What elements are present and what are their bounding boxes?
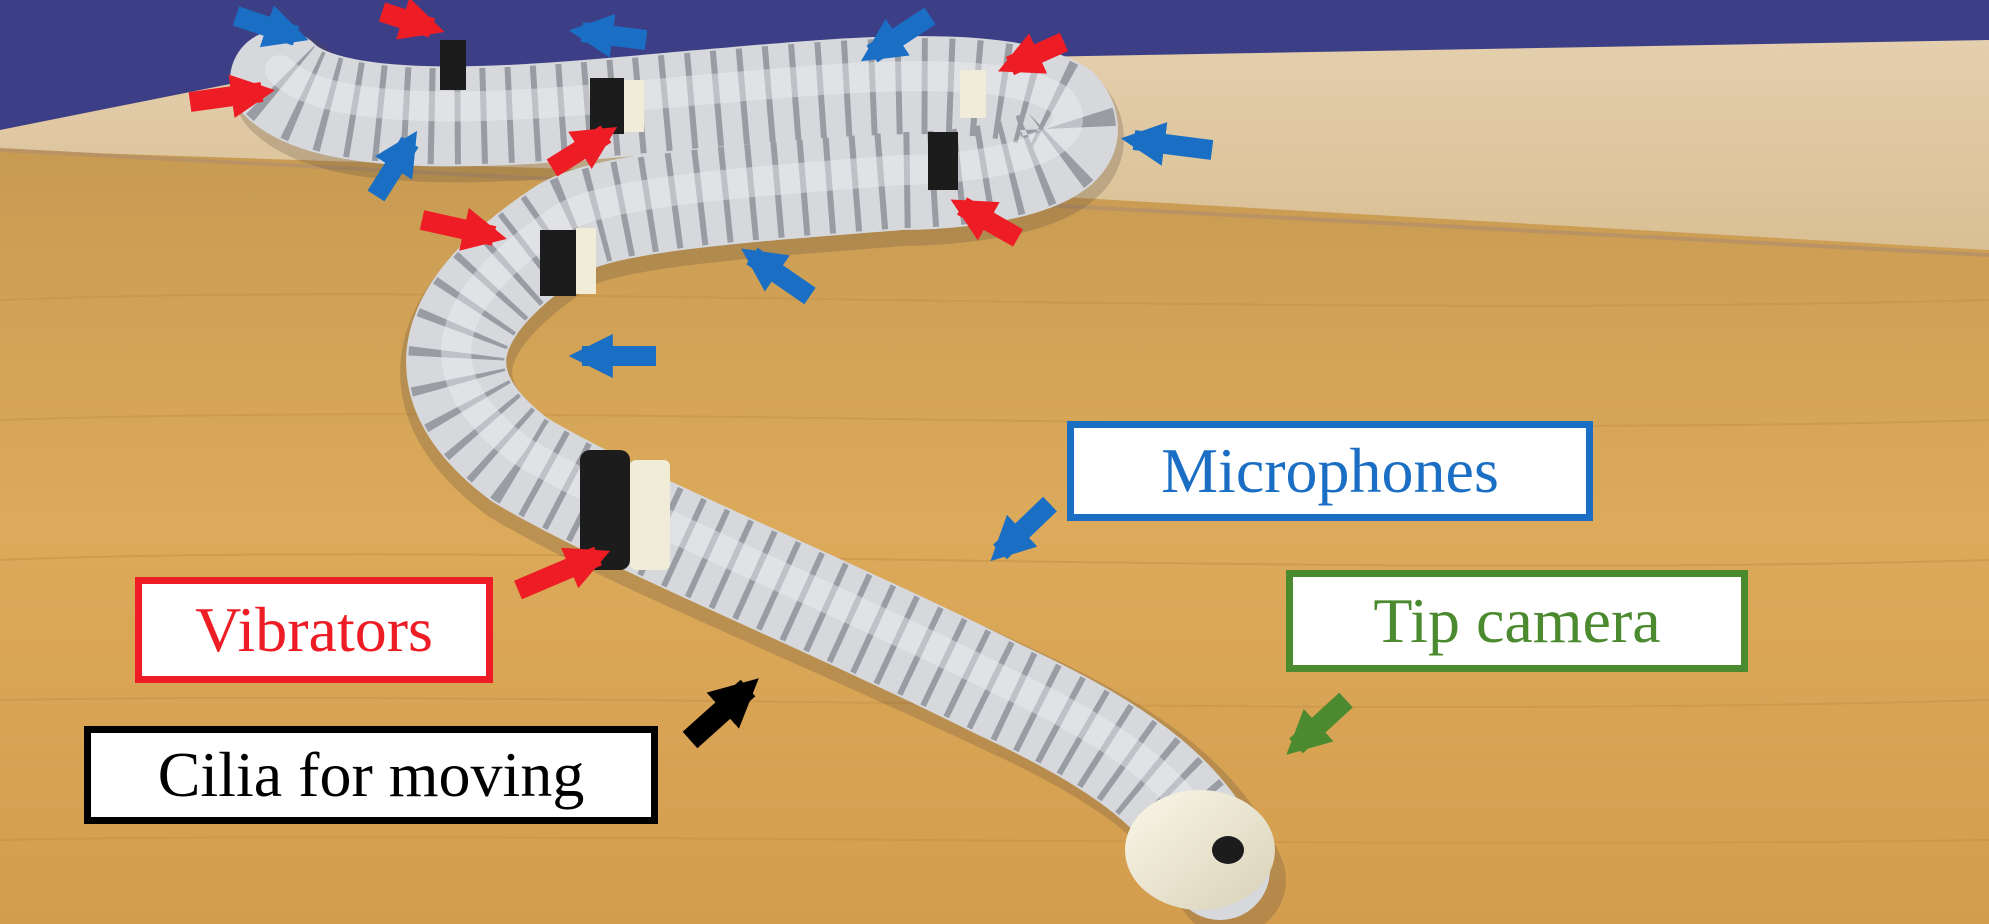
vibrators-label-text: Vibrators xyxy=(195,594,433,665)
microphones-label: Microphones xyxy=(1067,421,1593,521)
tip-camera-label-text: Tip camera xyxy=(1373,585,1661,656)
robot-tip-cap xyxy=(1125,790,1275,910)
cilia-label: Cilia for moving xyxy=(84,726,658,824)
tip-camera-lens-icon xyxy=(1212,836,1244,864)
vibrators-label: Vibrators xyxy=(135,577,493,683)
robot-body xyxy=(230,30,1270,920)
robot-joints xyxy=(440,40,986,570)
tip-camera-arrow xyxy=(1286,692,1353,755)
microphones-label-text: Microphones xyxy=(1161,435,1499,506)
tip-camera-label: Tip camera xyxy=(1286,570,1748,672)
robot-body-highlight xyxy=(265,55,1235,875)
vibrator-arrows xyxy=(188,0,1069,600)
wood-grain xyxy=(0,293,1989,844)
cilia-arrow xyxy=(682,678,759,749)
microphone-arrows xyxy=(232,5,1214,562)
cilia-label-text: Cilia for moving xyxy=(157,739,585,810)
